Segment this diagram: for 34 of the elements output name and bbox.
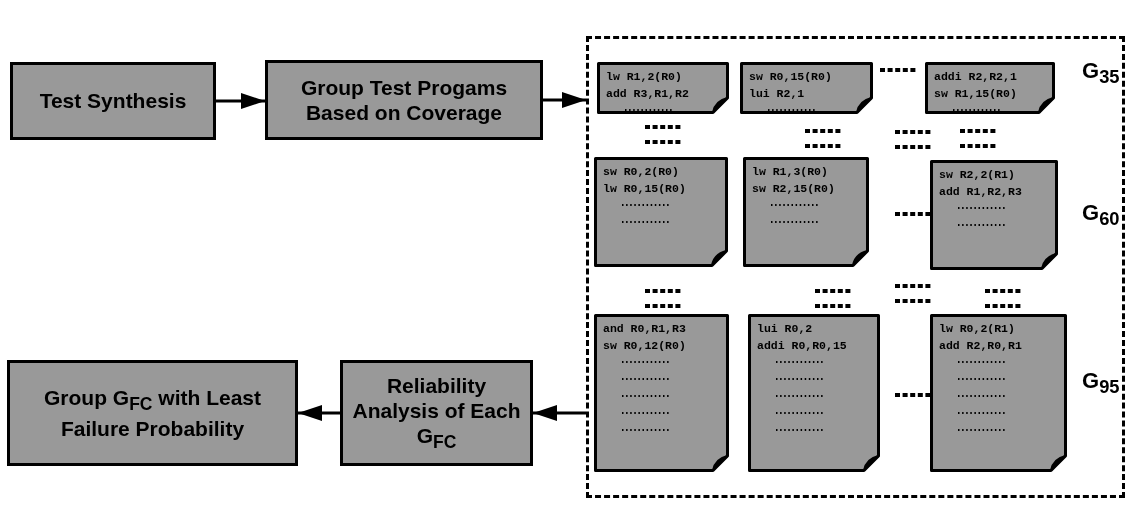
code-line: sw R0,12(R0): [603, 339, 686, 352]
code-line: addi R2,R2,1: [934, 70, 1017, 83]
group-label: G$_{95}$: [1082, 368, 1120, 399]
code-line: add R1,R2,R3: [939, 185, 1022, 198]
group-label: G$_{35}$: [1082, 58, 1120, 89]
arrow: [216, 93, 265, 109]
box-label: Test Synthesis: [39, 88, 187, 114]
process-box: [340, 360, 533, 466]
code-line: lw R0,2(R1): [939, 322, 1015, 335]
arrow: [298, 405, 340, 421]
code-line: lw R0,15(R0): [603, 182, 686, 195]
code-line: sw R0,15(R0): [749, 70, 832, 83]
code-line: and R0,R1,R3: [603, 322, 686, 335]
code-line: add R3,R1,R2: [606, 87, 689, 100]
code-line: addi R0,R0,15: [757, 339, 847, 352]
process-box: [265, 60, 543, 140]
box-label: Group G$_{FC}$ with Least Failure Probability: [43, 385, 262, 441]
arrow: [533, 405, 586, 421]
code-line: sw R2,15(R0): [752, 182, 835, 195]
code-line: lw R1,3(R0): [752, 165, 828, 178]
code-line: sw R1,15(R0): [934, 87, 1017, 100]
dashed-group-frame: [586, 36, 1125, 498]
box-label: Reliability Analysis of Each G$_{FC}$: [351, 372, 522, 454]
code-line: lw R1,2(R0): [606, 70, 682, 83]
code-line: add R2,R0,R1: [939, 339, 1022, 352]
code-line: sw R0,2(R0): [603, 165, 679, 178]
code-line: lui R2,1: [749, 87, 805, 100]
code-line: lui R0,2: [757, 322, 813, 335]
group-label: G$_{60}$: [1082, 200, 1120, 231]
box-label: Group Test Progams Based on Coverage: [299, 74, 509, 126]
process-box: [7, 360, 298, 466]
code-line: sw R2,2(R1): [939, 168, 1015, 181]
process-box: [10, 62, 216, 140]
arrow: [543, 92, 586, 108]
